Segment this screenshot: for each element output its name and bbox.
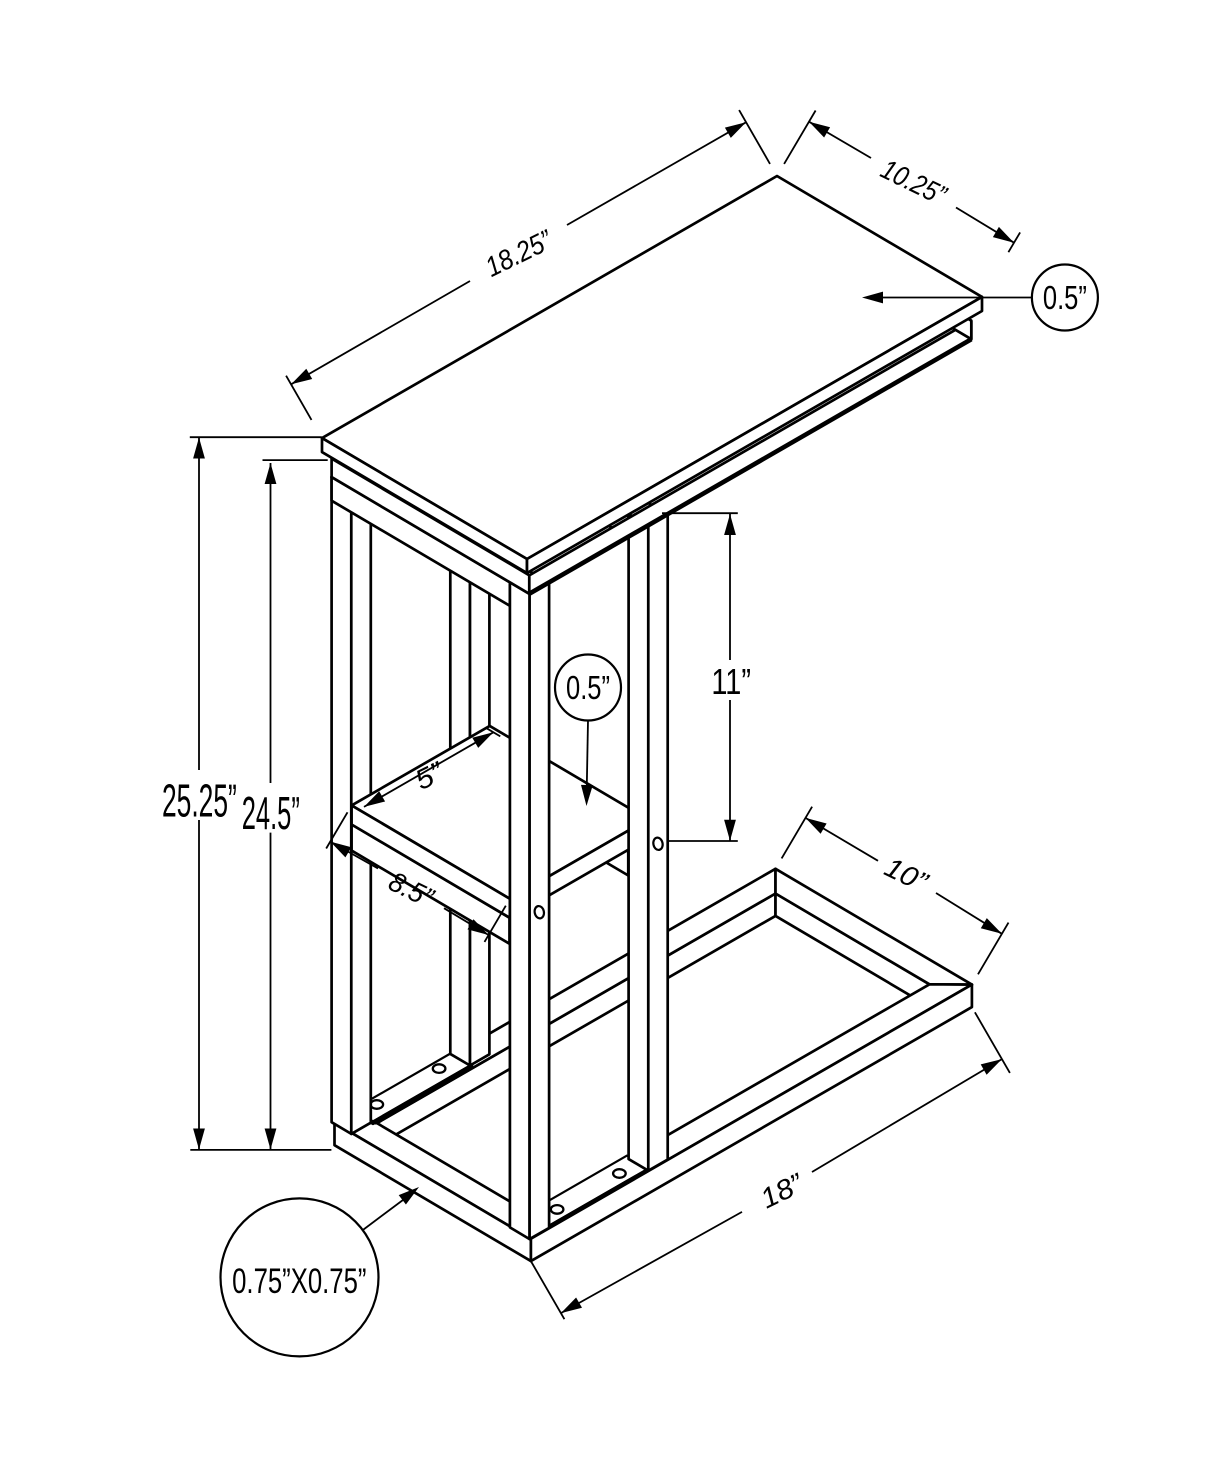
svg-text:0.75”X0.75”: 0.75”X0.75” [232, 1262, 366, 1301]
svg-text:0.5”: 0.5” [566, 669, 610, 706]
svg-text:24.5”: 24.5” [242, 787, 300, 839]
svg-text:0.5”: 0.5” [1043, 279, 1087, 316]
svg-text:11”: 11” [711, 661, 751, 702]
svg-text:25.25”: 25.25” [162, 775, 237, 827]
